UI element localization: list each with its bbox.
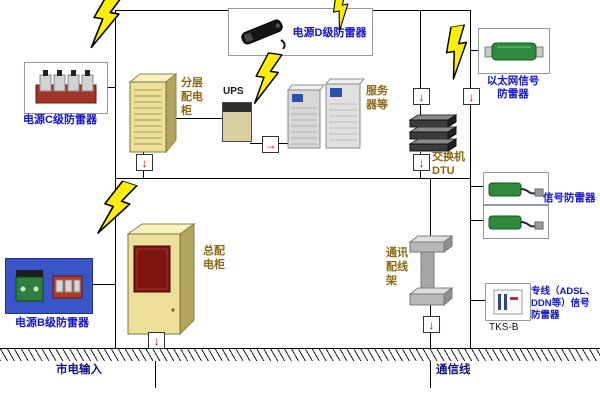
switch-stack-icon bbox=[408, 114, 458, 152]
flow-arrow-box: ↓ bbox=[463, 88, 480, 105]
power-c-label: 电源C级防雷器 bbox=[23, 114, 97, 126]
ethernet-protector-box bbox=[478, 28, 550, 74]
arrow-right-icon: → bbox=[264, 137, 277, 152]
power-b-protector-box bbox=[5, 258, 93, 314]
wire-mains-input bbox=[155, 361, 156, 388]
flow-arrow-box: ↓ bbox=[136, 154, 153, 171]
stub-signal1-to-frame bbox=[471, 186, 483, 187]
flow-arrow-box: ↓ bbox=[423, 316, 440, 333]
wire-top-to-switch bbox=[420, 11, 421, 116]
stub-signal2-to-frame bbox=[471, 220, 483, 221]
signal-protector-box-2 bbox=[483, 205, 549, 239]
flow-arrow-box: ↓ bbox=[413, 88, 430, 105]
tks-protector-box bbox=[485, 283, 531, 321]
comm-line-label: 通信线 bbox=[436, 364, 471, 376]
arrow-down-icon: ↓ bbox=[153, 333, 160, 348]
tks-device-icon bbox=[493, 289, 523, 315]
distribution-cabinet-icon bbox=[128, 72, 178, 154]
main-cabinet-label: 总配 电柜 bbox=[203, 245, 225, 271]
arrow-down-icon: ↓ bbox=[468, 89, 475, 104]
stub-c-protector-to-frame bbox=[106, 87, 115, 88]
arrow-down-icon: ↓ bbox=[418, 89, 425, 104]
frame-right-line bbox=[470, 10, 471, 348]
power-d-device-icon bbox=[240, 19, 286, 50]
dedicated-line-label: 专线（ADSL、 DDN等）信号 防雷器 bbox=[531, 286, 595, 321]
ups-label: UPS bbox=[223, 86, 244, 97]
mains-input-label: 市电输入 bbox=[56, 364, 102, 376]
lightning-bolt-icon bbox=[97, 179, 138, 234]
floor-divider-line bbox=[115, 178, 471, 179]
signal-device-icon bbox=[488, 215, 544, 230]
arrow-down-icon: ↓ bbox=[418, 155, 425, 170]
arrow-down-icon: ↓ bbox=[428, 317, 435, 332]
stub-ethernet-to-frame bbox=[471, 50, 478, 51]
power-b-devices-icon bbox=[15, 270, 83, 302]
ethernet-device-icon bbox=[484, 42, 544, 61]
ground-symbol bbox=[0, 349, 600, 361]
flow-arrow-box: ↓ bbox=[413, 154, 430, 171]
signal-protector-box-1 bbox=[483, 172, 549, 205]
frame-left-line bbox=[115, 10, 116, 348]
tks-model-label: TKS-B bbox=[489, 322, 519, 333]
power-c-device-icon bbox=[35, 70, 97, 104]
wire-divider-to-commframe bbox=[430, 179, 431, 236]
comm-frame-label: 通讯 配线 架 bbox=[386, 247, 408, 287]
arrow-down-icon: ↓ bbox=[141, 155, 148, 170]
main-cabinet-icon bbox=[126, 223, 196, 336]
wire-cabinet-to-ups bbox=[166, 118, 222, 119]
servers-label: 服务 器等 bbox=[366, 85, 388, 111]
server-racks-icon bbox=[286, 78, 366, 149]
distribution-cabinet-label: 分层 配电 柜 bbox=[181, 77, 203, 117]
stub-b-protector-to-frame bbox=[91, 284, 115, 285]
lightning-bolt-icon bbox=[445, 23, 468, 80]
signal-device-icon bbox=[488, 182, 544, 196]
power-d-label: 电源D级防雷器 bbox=[292, 27, 367, 39]
ground-line bbox=[0, 348, 600, 349]
power-c-protector-box bbox=[24, 62, 108, 114]
lightning-bolt-icon bbox=[253, 52, 283, 104]
ups-unit-icon bbox=[222, 102, 252, 142]
flow-arrow-box: → bbox=[262, 136, 279, 153]
lightning-bolt-icon bbox=[332, 0, 349, 32]
power-d-protector-box: 电源D级防雷器 bbox=[228, 8, 373, 56]
ethernet-label: 以太网信号 防雷器 bbox=[486, 75, 540, 101]
switch-dtu-label: 交换机 DTU bbox=[432, 151, 465, 177]
stub-tks-to-frame bbox=[471, 300, 485, 301]
flow-arrow-box: ↓ bbox=[148, 332, 165, 349]
comm-frame-icon bbox=[408, 235, 454, 307]
wire-comm-line bbox=[430, 361, 431, 388]
power-b-label: 电源B级防雷器 bbox=[15, 317, 89, 329]
signal-label: 信号防雷器 bbox=[543, 192, 596, 204]
lightning-bolt-icon bbox=[90, 0, 125, 49]
